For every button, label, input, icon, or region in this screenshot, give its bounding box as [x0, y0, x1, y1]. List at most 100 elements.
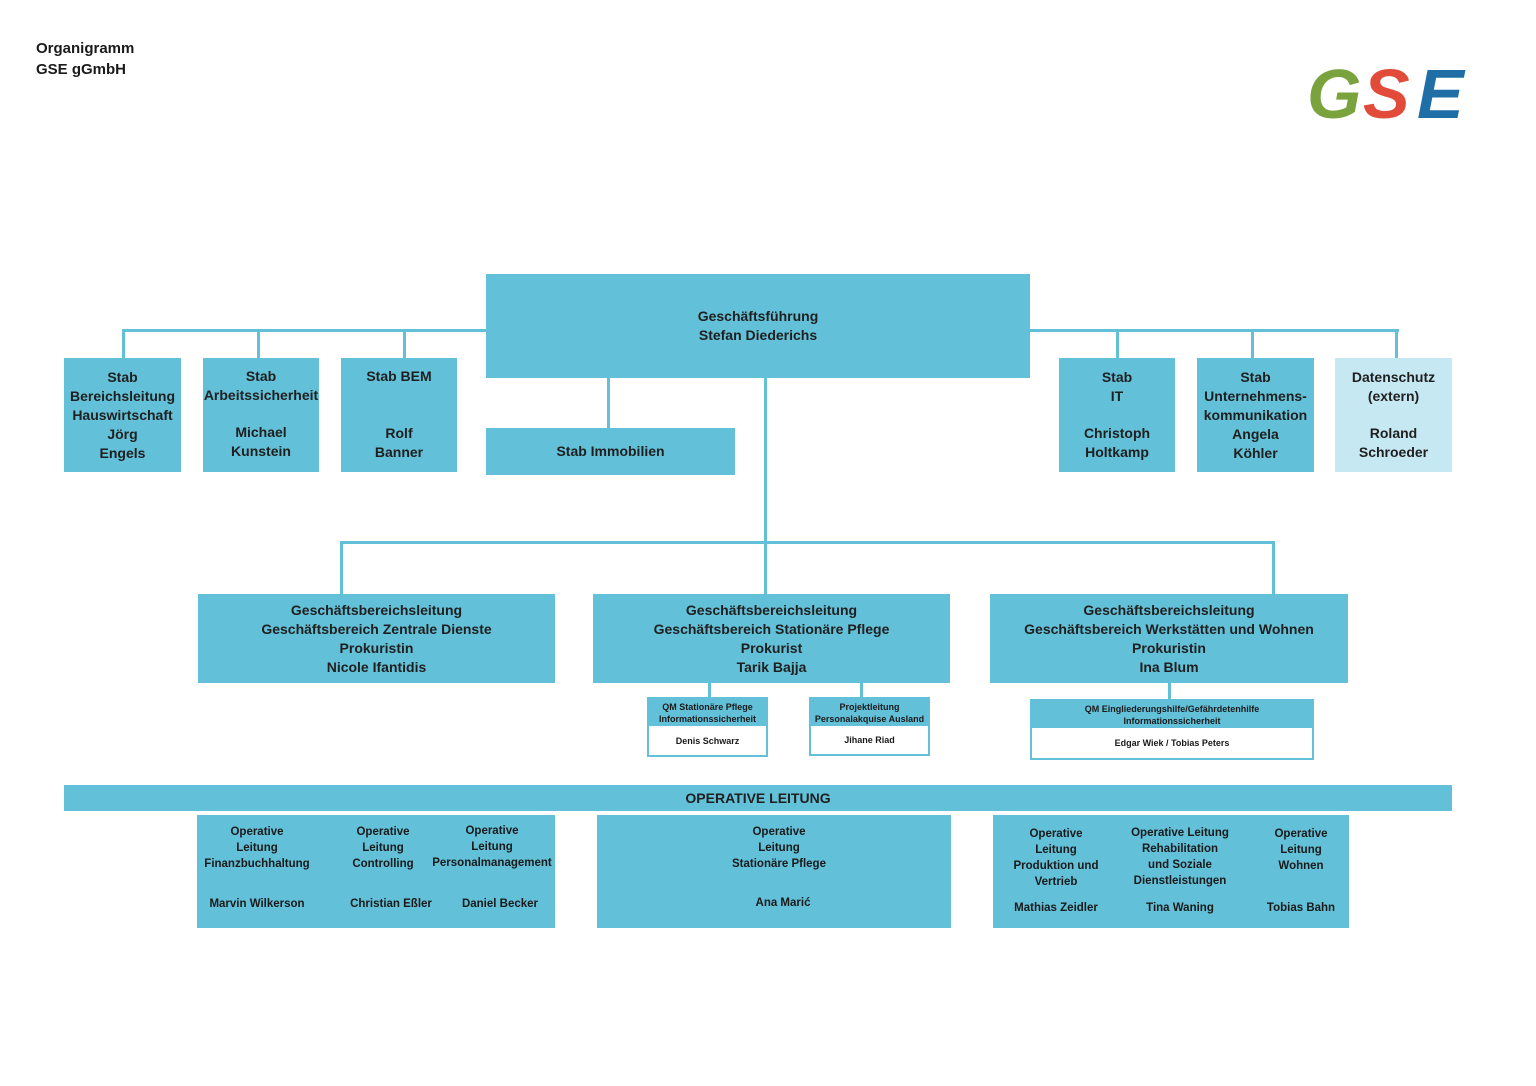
ceo-box: Geschäftsführung Stefan Diederichs	[486, 274, 1030, 378]
division-werkstaetten-wohnen: Geschäftsbereichsleitung Geschäftsbereic…	[990, 594, 1348, 683]
connector-immobilien	[607, 378, 610, 428]
operative-name: Christian Eßler	[350, 898, 432, 910]
connector-sub-2	[860, 682, 863, 698]
stab-name-line: Holtkamp	[1085, 444, 1149, 460]
stab-title-line: Stab	[245, 368, 277, 384]
stab-name-line: Roland	[1369, 425, 1418, 441]
stab-title-line: Unternehmens-	[1204, 387, 1307, 404]
title-line-2: GSE gGmbH	[36, 61, 127, 78]
logo-letter-e: E	[1417, 56, 1466, 126]
sub-unit-head-line: Projektleitung	[839, 701, 900, 712]
operative-title-line: Leitung	[1280, 844, 1322, 856]
title-line-1: Organigramm	[36, 40, 135, 57]
sub-unit-head-line: Informationssicherheit	[658, 713, 757, 724]
stab-it-box: Stab IT Christoph Holtkamp	[1059, 358, 1175, 472]
operative-title-line: Leitung	[1035, 844, 1077, 856]
stab-immobilien-box: Stab Immobilien	[486, 428, 735, 475]
operative-title-line: Operative	[465, 825, 519, 837]
connector-left-drop-3	[403, 329, 406, 359]
operative-item-controlling: Operative Leitung Controlling Christian …	[324, 824, 442, 912]
sub-unit-head-line: QM Stationäre Pflege	[662, 701, 753, 712]
operative-title-line: Operative	[752, 826, 806, 838]
gse-logo: G S E	[1307, 56, 1466, 126]
operative-item-rehabilitation: Operative Leitung Rehabilitation und Soz…	[1118, 825, 1242, 916]
operative-item-personalmanagement: Operative Leitung Personalmanagement Dan…	[430, 823, 554, 912]
operative-item-finanzbuchhaltung: Operative Leitung Finanzbuchhaltung Marv…	[198, 824, 316, 912]
division-line: Prokurist	[740, 639, 803, 656]
operative-title-line: Operative Leitung	[1131, 827, 1229, 839]
sub-unit-head-line: Informationssicherheit	[1123, 715, 1221, 726]
connector-trunk	[764, 378, 767, 595]
logo-letter-g: G	[1307, 56, 1361, 126]
stab-name-line: Rolf	[385, 425, 413, 441]
datenschutz-box: Datenschutz (extern) Roland Schroeder	[1335, 358, 1452, 472]
sub-unit-qm-pflege: QM Stationäre Pflege Informationssicherh…	[647, 697, 768, 757]
connector-right-drop-2	[1251, 329, 1254, 359]
operative-item-produktion: Operative Leitung Produktion und Vertrie…	[1000, 826, 1112, 916]
connector-right-drop-1	[1116, 329, 1119, 359]
operative-group-stationaere-pflege	[597, 815, 951, 928]
stab-title-line: IT	[1110, 388, 1124, 404]
operative-title-line: Dienstleistungen	[1133, 875, 1227, 887]
stab-name-line: Köhler	[1233, 444, 1278, 461]
stab-name-line: Kunstein	[231, 443, 291, 459]
operative-title-line: Leitung	[758, 842, 800, 854]
operative-title-line: Operative	[1029, 828, 1083, 840]
stab-line: Engels	[99, 444, 146, 461]
division-line: Prokuristin	[339, 639, 414, 656]
sub-unit-projektleitung: Projektleitung Personalakquise Ausland J…	[809, 697, 930, 756]
ceo-name: Stefan Diederichs	[698, 327, 818, 343]
logo-letter-s: S	[1363, 56, 1410, 126]
stab-unternehmenskommunikation-box: Stab Unternehmens- kommunikation Angela …	[1197, 358, 1314, 472]
stab-name-line: Banner	[374, 444, 424, 460]
division-stationaere-pflege: Geschäftsbereichsleitung Geschäftsbereic…	[593, 594, 950, 683]
stab-title-line: Stab	[1240, 368, 1271, 385]
connector-sub-3	[1168, 682, 1171, 700]
division-line: Geschäftsbereichsleitung	[290, 601, 463, 618]
operative-group-zentrale-dienste	[197, 815, 555, 928]
operative-title-line: Operative	[1274, 828, 1328, 840]
stab-name-line: Schroeder	[1358, 444, 1429, 460]
division-zentrale-dienste: Geschäftsbereichsleitung Geschäftsbereic…	[198, 594, 555, 683]
operative-title-line: Personalmanagement	[432, 857, 552, 869]
operative-title-line: Stationäre Pflege	[732, 858, 826, 870]
operative-name: Tobias Bahn	[1266, 902, 1336, 914]
sub-unit-head-line: Personalakquise Ausland	[814, 713, 925, 724]
operative-title-line: Leitung	[362, 842, 404, 854]
stab-line: Hauswirtschaft	[72, 406, 173, 423]
stab-title-line: (extern)	[1367, 388, 1420, 404]
stab-arbeitssicherheit-box: Stab Arbeitssicherheit Michael Kunstein	[203, 358, 319, 472]
operative-title-line: Leitung	[471, 841, 513, 853]
stab-title-line: Stab BEM	[366, 368, 432, 384]
operative-title-line: Controlling	[352, 858, 414, 870]
division-line: Geschäftsbereichsleitung	[1083, 601, 1255, 618]
connector-right-top	[1029, 329, 1399, 332]
operative-name: Tina Waning	[1146, 902, 1214, 914]
stab-line: Bereichsleitung	[69, 387, 176, 404]
sub-unit-qm-eingliederungshilfe: QM Eingliederungshilfe/Gefährdetenhilfe …	[1030, 699, 1314, 760]
connector-division-bar	[340, 541, 1275, 544]
operative-title-line: Operative	[230, 826, 284, 838]
operative-leitung-bar: OPERATIVE LEITUNG	[64, 785, 1452, 811]
division-line: Tarik Bajja	[736, 658, 807, 675]
operative-title-line: Vertrieb	[1034, 876, 1078, 888]
operative-group-werkstaetten-wohnen	[993, 815, 1349, 928]
operative-item-stationaere-pflege: Operative Leitung Stationäre Pflege Ana …	[700, 824, 858, 911]
connector-sub-1	[708, 682, 711, 698]
operative-name: Mathias Zeidler	[1014, 902, 1098, 914]
page-title: Organigramm GSE gGmbH	[36, 38, 134, 80]
operative-title-line: Produktion und	[1013, 860, 1099, 872]
operative-title-line: Finanzbuchhaltung	[204, 858, 310, 870]
division-line: Geschäftsbereich Zentrale Dienste	[261, 620, 492, 637]
stab-line: Jörg	[107, 425, 138, 442]
stab-title-line: kommunikation	[1203, 406, 1308, 423]
operative-title-line: Leitung	[236, 842, 278, 854]
operative-name: Ana Marić	[755, 897, 811, 909]
division-line: Geschäftsbereich Werkstätten und Wohnen	[1024, 620, 1314, 637]
connector-division-drop-1	[340, 541, 343, 595]
connector-division-drop-3	[1272, 541, 1275, 595]
operative-name: Daniel Becker	[461, 898, 539, 910]
sub-unit-head-line: QM Eingliederungshilfe/Gefährdetenhilfe	[1084, 703, 1260, 714]
stab-hauswirtschaft-box: Stab Bereichsleitung Hauswirtschaft Jörg…	[64, 358, 181, 472]
stab-name-line: Angela	[1232, 425, 1279, 442]
